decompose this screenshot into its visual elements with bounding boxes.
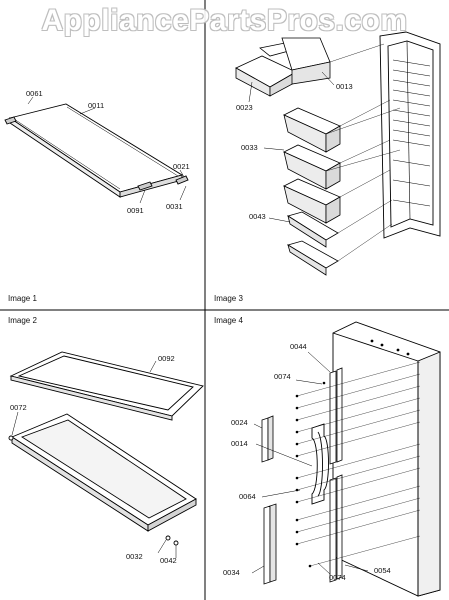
part-label-0033: 0033 (241, 143, 258, 152)
image4-title: Image 4 (214, 316, 243, 325)
image4-leaders (251, 351, 369, 575)
part-label-0054: 0054 (374, 566, 391, 575)
dairy-compartment (235, 37, 331, 97)
part-label-0014: 0014 (231, 439, 248, 448)
door-bins (283, 107, 341, 276)
shelf-assembly (4, 103, 189, 198)
part-label-0064: 0064 (239, 492, 256, 501)
part-label-0044: 0044 (290, 342, 307, 351)
image3-leaders (248, 71, 335, 223)
part-label-0074-bottom: 0074 (329, 573, 346, 582)
part-label-0072: 0072 (10, 403, 27, 412)
part-label-0092: 0092 (158, 354, 175, 363)
door-liner (379, 31, 441, 239)
part-label-0013: 0013 (336, 82, 353, 91)
part-label-0061: 0061 (26, 89, 43, 98)
image3-title: Image 3 (214, 294, 243, 303)
screws (295, 381, 326, 568)
door-rails (392, 59, 431, 207)
image2-title: Image 2 (8, 316, 37, 325)
screw-mounting-lines (296, 361, 421, 567)
part-label-0023: 0023 (236, 103, 253, 112)
shelf-frame (8, 413, 197, 546)
part-label-0091: 0091 (127, 206, 144, 215)
part-label-0043: 0043 (249, 212, 266, 221)
image1-leaders (27, 96, 187, 204)
part-label-0034: 0034 (223, 568, 240, 577)
part-label-0074-top: 0074 (274, 372, 291, 381)
part-label-0024: 0024 (231, 418, 248, 427)
part-label-0011: 0011 (88, 101, 105, 110)
image3-assembly-lines (325, 43, 401, 262)
gasket (9, 351, 204, 421)
image2-leaders (11, 360, 177, 558)
part-label-0021: 0021 (173, 162, 190, 171)
door-handle (311, 423, 329, 505)
outer-door-panel (332, 321, 441, 597)
trim-strips (261, 367, 343, 585)
part-label-0042: 0042 (160, 556, 177, 565)
image1-title: Image 1 (8, 294, 37, 303)
part-label-0032: 0032 (126, 552, 143, 561)
part-label-0031: 0031 (166, 202, 183, 211)
door-hardware-marks (370, 339, 410, 356)
